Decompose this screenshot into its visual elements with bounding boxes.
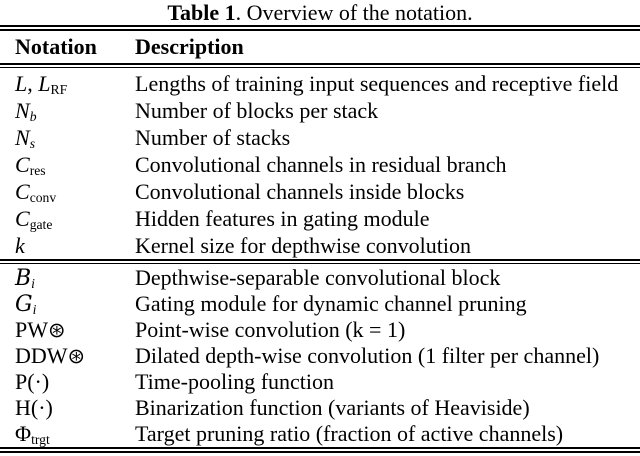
description-cell: Convolutional channels inside blocks	[135, 179, 465, 204]
description-cell: Dilated depth-wise convolution (1 filter…	[135, 343, 600, 368]
column-header-notation: Notation	[15, 34, 97, 59]
table-section-parameters: L, LRF Lengths of training input sequenc…	[0, 68, 640, 259]
section-divider-rule	[0, 259, 640, 264]
notation-cell: H(·)	[15, 395, 53, 420]
table-row: Ns Number of stacks	[0, 124, 640, 151]
table-row: P(·) Time-pooling function	[0, 369, 640, 395]
table-row: Gi Gating module for dynamic channel pru…	[0, 291, 640, 317]
description-cell: Kernel size for depthwise convolution	[135, 233, 472, 258]
table-section-operators: Bi Depthwise-separable convolutional blo…	[0, 264, 640, 447]
notation-cell: Cconv	[15, 179, 57, 205]
table-row: H(·) Binarization function (variants of …	[0, 395, 640, 421]
table-header-row: Notation Description	[0, 31, 640, 63]
header-rule	[0, 63, 640, 68]
description-cell: Depthwise-separable convolutional block	[135, 265, 501, 290]
table-row: Nb Number of blocks per stack	[0, 97, 640, 124]
table-caption: Table 1. Overview of the notation.	[0, 0, 640, 24]
table-row: k Kernel size for depthwise convolution	[0, 232, 640, 259]
notation-cell: Nb	[15, 98, 37, 124]
bottom-rule	[0, 447, 640, 453]
notation-cell: P(·)	[15, 369, 50, 394]
description-cell: Gating module for dynamic channel prunin…	[135, 291, 527, 316]
notation-cell: DDW⊛	[15, 343, 86, 368]
description-cell: Lengths of training input sequences and …	[135, 71, 619, 96]
description-cell: Point-wise convolution (k = 1)	[135, 317, 406, 342]
notation-cell: PW⊛	[15, 317, 66, 342]
table-row: Φtrgt Target pruning ratio (fraction of …	[0, 421, 640, 447]
table-row: PW⊛ Point-wise convolution (k = 1)	[0, 317, 640, 343]
notation-cell: L, LRF	[15, 71, 68, 97]
description-cell: Convolutional channels in residual branc…	[135, 152, 507, 177]
table-row: L, LRF Lengths of training input sequenc…	[0, 70, 640, 97]
column-header-description: Description	[135, 34, 244, 59]
table-row: DDW⊛ Dilated depth-wise convolution (1 f…	[0, 343, 640, 369]
notation-cell: Ns	[15, 125, 35, 151]
description-cell: Time-pooling function	[135, 369, 335, 394]
notation-cell: Gi	[15, 292, 37, 317]
notation-cell: Cgate	[15, 206, 53, 232]
caption-label: Table 1	[167, 0, 236, 25]
description-cell: Hidden features in gating module	[135, 206, 430, 231]
description-cell: Number of blocks per stack	[135, 98, 379, 123]
table-row: Bi Depthwise-separable convolutional blo…	[0, 265, 640, 291]
caption-text: . Overview of the notation.	[235, 0, 473, 25]
notation-cell: k	[15, 233, 25, 258]
table-row: Cres Convolutional channels in residual …	[0, 151, 640, 178]
notation-cell: Bi	[15, 266, 35, 291]
notation-cell: Cres	[15, 152, 46, 178]
table-row: Cconv Convolutional channels inside bloc…	[0, 178, 640, 205]
table-row: Cgate Hidden features in gating module	[0, 205, 640, 232]
description-cell: Binarization function (variants of Heavi…	[135, 395, 530, 420]
notation-cell: Φtrgt	[15, 421, 50, 447]
description-cell: Target pruning ratio (fraction of active…	[135, 421, 564, 446]
top-rule	[0, 25, 640, 31]
description-cell: Number of stacks	[135, 125, 291, 150]
